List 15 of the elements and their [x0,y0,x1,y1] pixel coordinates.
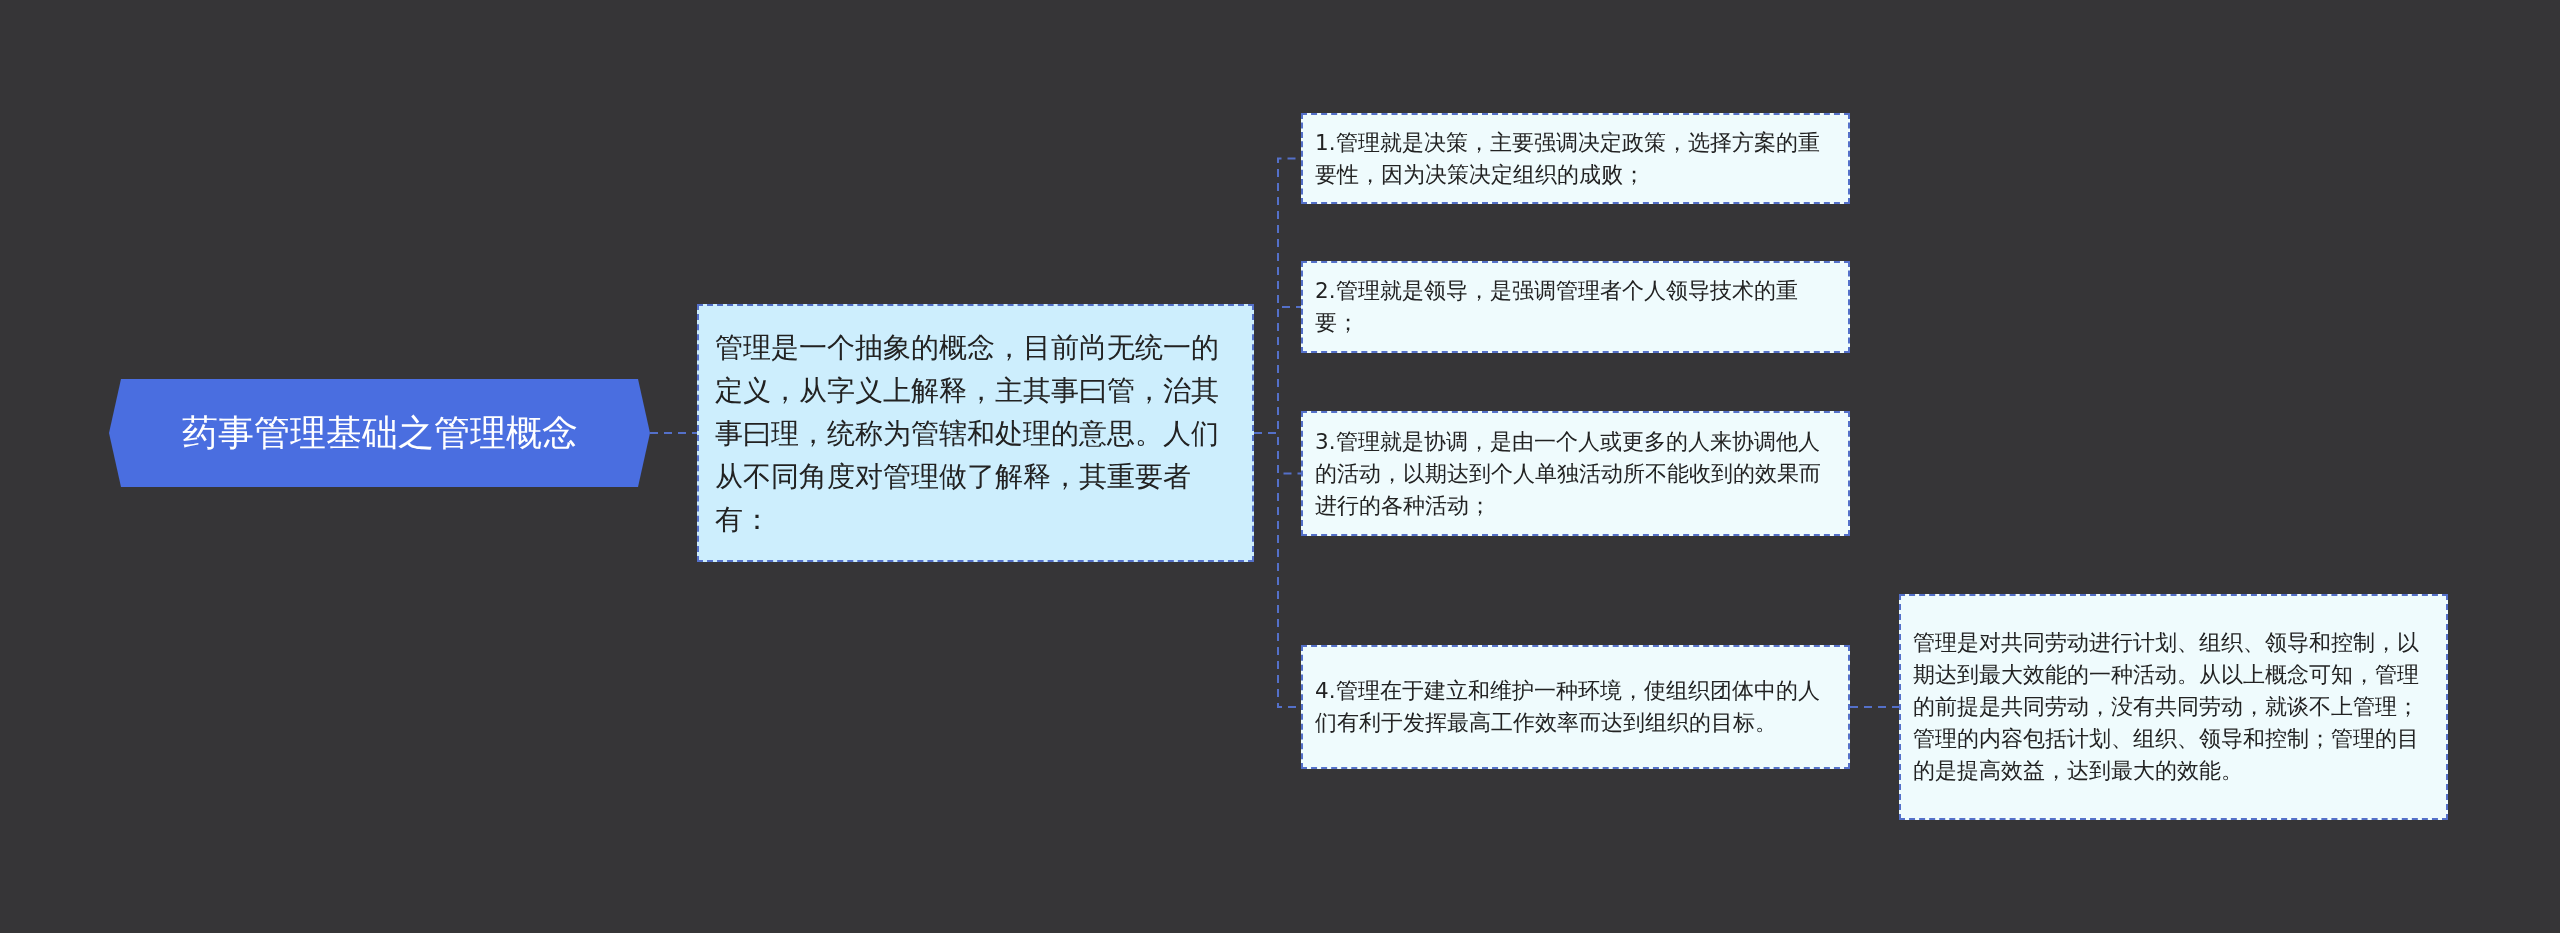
topic-title: 药事管理基础之管理概念 [181,410,578,455]
connector-line [1849,706,1900,708]
node-text: 4.管理在于建立和维护一种环境，使组织团体中的人们有利于发挥最高工作效率而达到组织的目标。 [1315,677,1821,737]
text-box [1899,594,2448,820]
node-text: 管理是一个抽象的概念，目前尚无统一的定义，从字义上解释，主其事曰管，治其事曰理，统称为管辖和处理的意思。人们从不同角度对管理做了解释，其重要者有： [715,329,1220,538]
text-box [697,304,1254,562]
node-text: 2.管理就是领导，是强调管理者个人领导技术的重要； [1315,277,1799,337]
node-text: 管理是对共同劳动进行计划、组织、领导和控制，以期达到最大效能的一种活动。从以上概念可知，管理的前提是共同劳动，没有共同劳动，就谈不上管理；管理的内容包括计划、组织、领导和控制；管理的目的是提高效益，达到最大的效能。 [1913,629,2420,785]
text-box [1301,113,1850,204]
text-box [1301,261,1850,353]
text-box [1301,411,1850,536]
text-box [1301,645,1850,769]
node-text: 1.管理就是决策，主要强调决定政策，选择方案的重要性，因为决策决定组织的成败； [1315,128,1821,189]
connector-line [649,432,698,434]
node-text: 3.管理就是协调，是由一个人或更多的人来协调他人的活动，以期达到个人单独活动所不能收到的效果而进行的各种活动； [1315,427,1822,520]
